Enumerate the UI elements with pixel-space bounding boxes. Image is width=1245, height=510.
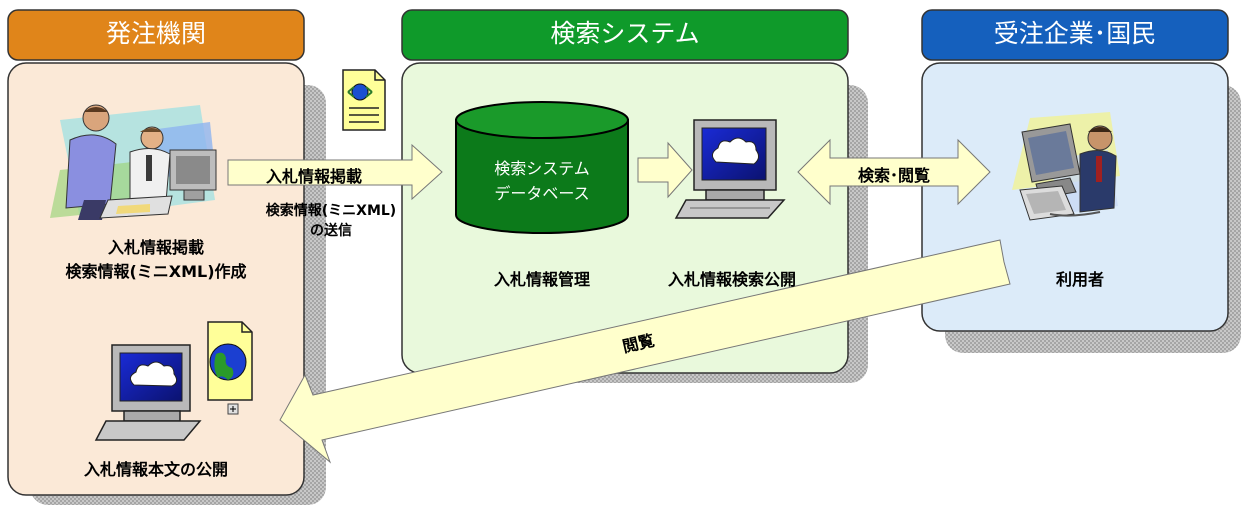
ordering-task-line1: 入札情報掲載 (107, 238, 204, 257)
search-browse-label: 検索･閲覧 (857, 166, 930, 185)
web-document-icon (207, 321, 253, 415)
database-line1: 検索システム (494, 159, 590, 178)
staff-clipart (50, 104, 217, 220)
post-arrow (227, 143, 443, 201)
search-publish-computer-icon (674, 119, 786, 219)
send-label-line1: 検索情報(ミニXML) (265, 203, 397, 219)
send-label-line2: の送信 (310, 223, 352, 239)
user-clipart (1012, 112, 1120, 221)
ordering-publish-label: 入札情報本文の公開 (83, 460, 228, 479)
post-arrow-label: 入札情報掲載 (266, 167, 363, 186)
db-to-publish-arrow (637, 141, 693, 199)
search-browse-arrow (797, 138, 991, 206)
database-line2: データベース (494, 184, 590, 203)
search-header (401, 9, 849, 61)
publish-computer-icon (94, 344, 202, 441)
xml-document-icon (342, 69, 386, 131)
users-header (921, 9, 1229, 61)
search-header-title: 検索システム (550, 19, 700, 48)
users-header-title: 受注企業･国民 (993, 19, 1157, 48)
database-icon (455, 101, 629, 234)
ordering-header (7, 9, 305, 61)
ordering-task-line2: 検索情報(ミニXML)作成 (65, 262, 247, 281)
user-label: 利用者 (1055, 270, 1104, 289)
search-manage-label: 入札情報管理 (493, 270, 590, 289)
browse-arrow (279, 239, 1011, 464)
search-publish-label: 入札情報検索公開 (667, 270, 796, 289)
ordering-header-title: 発注機関 (105, 19, 206, 48)
